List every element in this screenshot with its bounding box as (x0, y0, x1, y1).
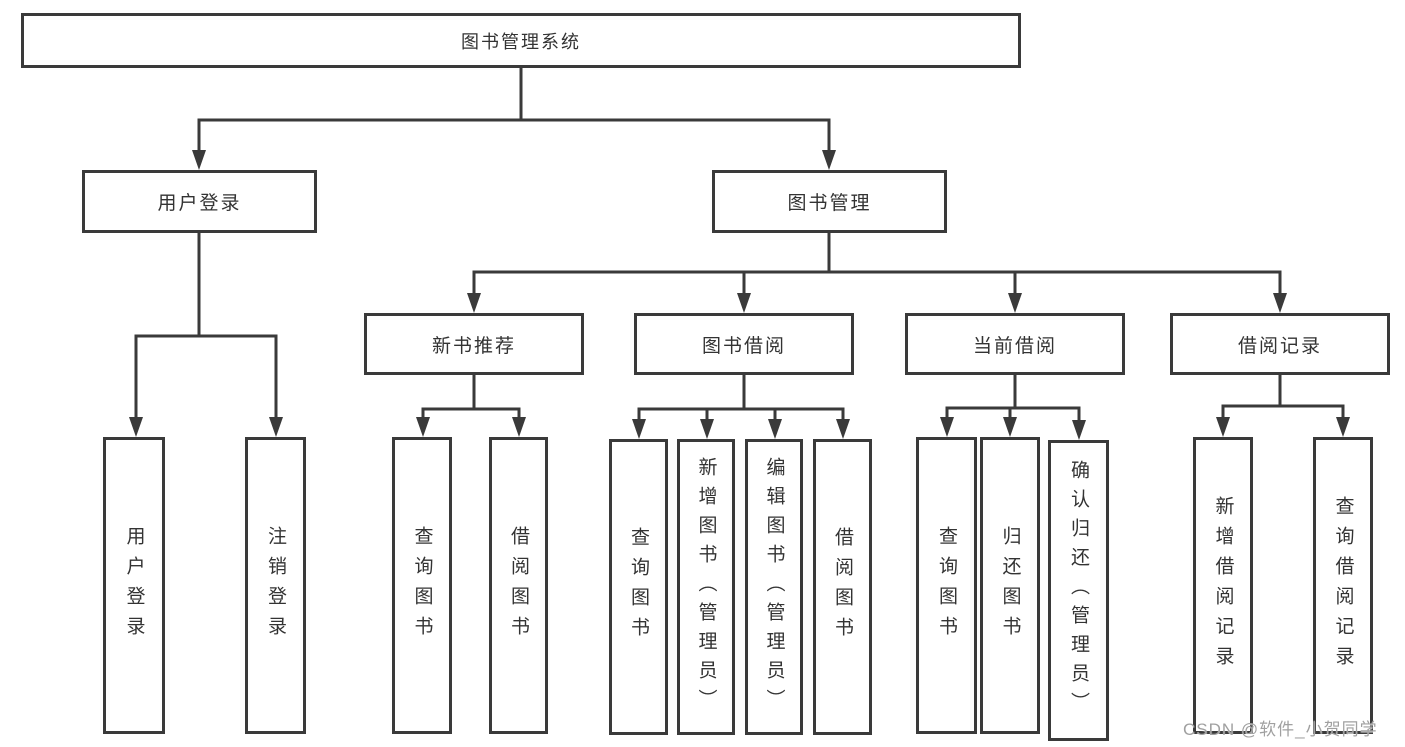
leaf-return-books: 归还图书 (980, 437, 1040, 734)
leaf-query-borrow-record: 查询借阅记录 (1313, 437, 1373, 734)
leaf-logout: 注销登录 (245, 437, 306, 734)
node-book-borrowing: 图书借阅 (634, 313, 854, 375)
node-book-management: 图书管理 (712, 170, 947, 233)
leaf-user-login: 用户登录 (103, 437, 165, 734)
node-borrowing-records: 借阅记录 (1170, 313, 1390, 375)
leaf-query-books-current: 查询图书 (916, 437, 977, 734)
node-current-borrowing: 当前借阅 (905, 313, 1125, 375)
leaf-edit-books-admin: 编辑图书（管理员） (745, 439, 803, 735)
csdn-watermark: CSDN @软件_小贺同学 (1183, 720, 1378, 739)
leaf-borrow-books: 借阅图书 (813, 439, 872, 735)
arrowhead-icons (129, 150, 1350, 440)
node-new-book-recommend: 新书推荐 (364, 313, 584, 375)
node-user-login: 用户登录 (82, 170, 317, 233)
leaf-add-books-admin: 新增图书（管理员） (677, 439, 735, 735)
leaf-borrow-books-recommend: 借阅图书 (489, 437, 548, 734)
leaf-query-books-borrow: 查询图书 (609, 439, 668, 735)
leaf-query-books-recommend: 查询图书 (392, 437, 452, 734)
leaf-confirm-return-admin: 确认归还（管理员） (1048, 440, 1109, 741)
node-root-library-system: 图书管理系统 (21, 13, 1021, 68)
leaf-add-borrow-record: 新增借阅记录 (1193, 437, 1253, 734)
